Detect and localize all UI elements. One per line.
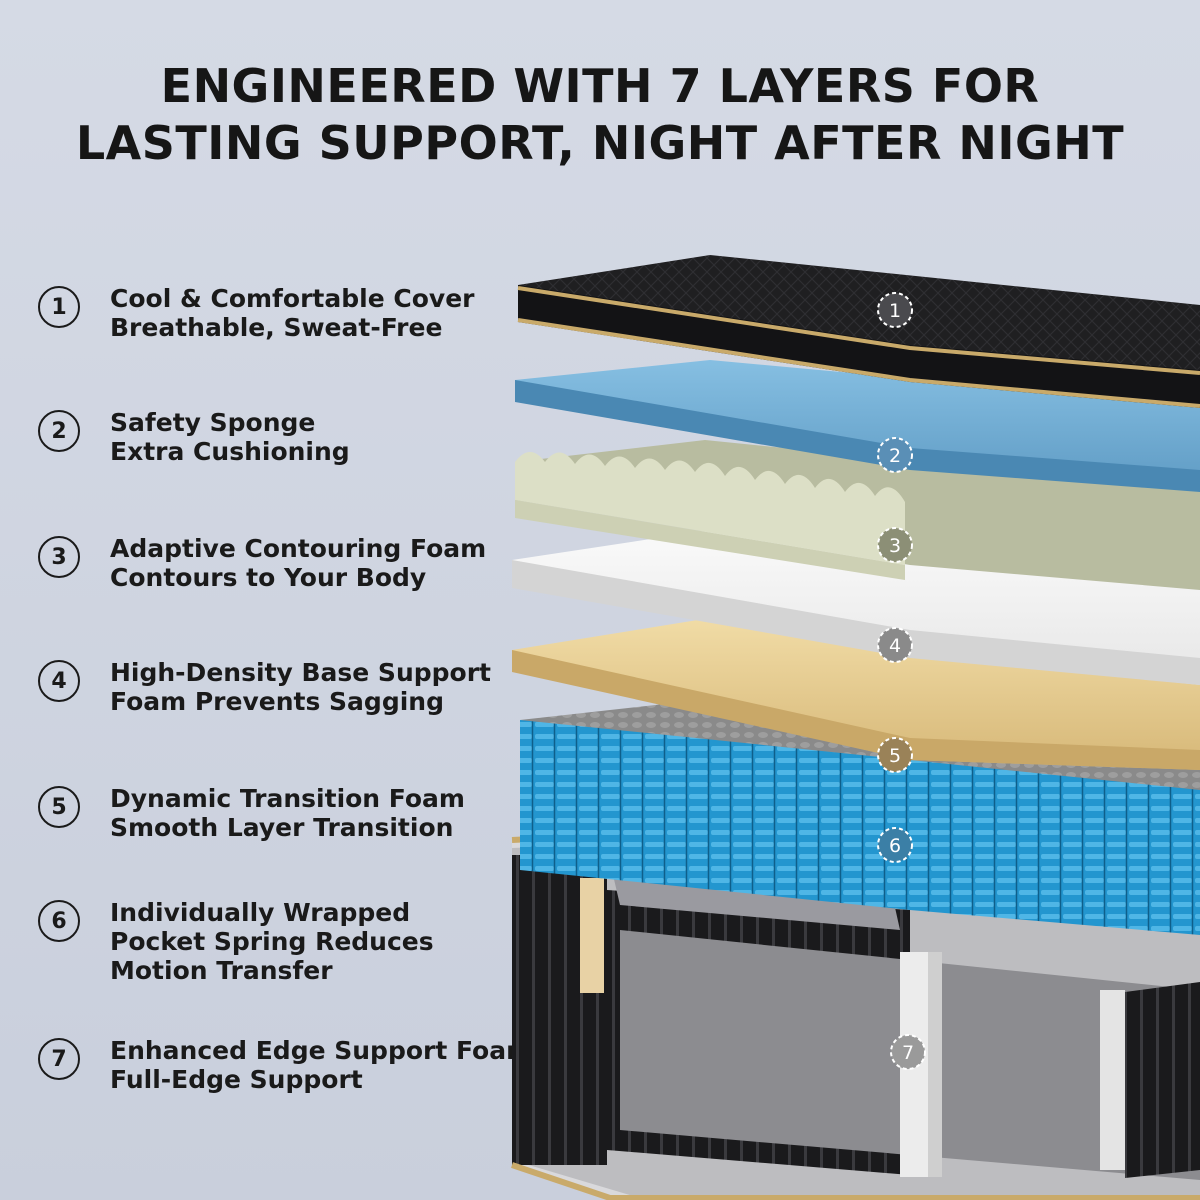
layer-detail: Contours to Your Body bbox=[110, 563, 427, 592]
layer-number-badge: 1 bbox=[38, 286, 80, 328]
layer-description: Safety Sponge Extra Cushioning bbox=[110, 408, 350, 466]
layer-detail: Breathable, Sweat-Free bbox=[110, 313, 443, 342]
layer-description: Dynamic Transition Foam Smooth Layer Tra… bbox=[110, 784, 465, 842]
layer-3-marker: 3 bbox=[877, 527, 913, 563]
layer-number-badge: 3 bbox=[38, 536, 80, 578]
layer-detail: Foam Prevents Sagging bbox=[110, 687, 444, 716]
layer-title: High-Density Base Support bbox=[110, 658, 491, 687]
layer-7-marker-label: 7 bbox=[902, 1042, 914, 1064]
layer-description: High-Density Base Support Foam Prevents … bbox=[110, 658, 491, 716]
headline-line-2: LASTING SUPPORT, NIGHT AFTER NIGHT bbox=[75, 116, 1125, 171]
layer-number-badge: 6 bbox=[38, 900, 80, 942]
layer-detail: Smooth Layer Transition bbox=[110, 813, 454, 842]
headline-line-1: ENGINEERED WITH 7 LAYERS FOR bbox=[160, 59, 1040, 113]
layer-item-7: 7 Enhanced Edge Support Foam Full-Edge S… bbox=[38, 1036, 558, 1094]
layer-title: Enhanced Edge Support Foam bbox=[110, 1036, 533, 1065]
layer-item-3: 3 Adaptive Contouring Foam Contours to Y… bbox=[38, 534, 558, 592]
cover-layer bbox=[517, 255, 1200, 408]
layer-item-4: 4 High-Density Base Support Foam Prevent… bbox=[38, 658, 558, 716]
layer-description: Individually Wrapped Pocket Spring Reduc… bbox=[110, 898, 434, 985]
layer-detail: Extra Cushioning bbox=[110, 437, 350, 466]
layer-description: Cool & Comfortable Cover Breathable, Swe… bbox=[110, 284, 474, 342]
layer-6-marker: 6 bbox=[877, 827, 913, 863]
layer-3-marker-label: 3 bbox=[889, 535, 901, 557]
layer-description: Adaptive Contouring Foam Contours to You… bbox=[110, 534, 486, 592]
layer-item-5: 5 Dynamic Transition Foam Smooth Layer T… bbox=[38, 784, 558, 842]
layer-item-2: 2 Safety Sponge Extra Cushioning bbox=[38, 408, 558, 466]
layer-item-6: 6 Individually Wrapped Pocket Spring Red… bbox=[38, 898, 558, 985]
layer-item-1: 1 Cool & Comfortable Cover Breathable, S… bbox=[38, 284, 558, 342]
headline: ENGINEERED WITH 7 LAYERS FOR LASTING SUP… bbox=[0, 58, 1200, 172]
layer-number-badge: 7 bbox=[38, 1038, 80, 1080]
layer-1-marker: 1 bbox=[877, 292, 913, 328]
layer-4-marker: 4 bbox=[877, 627, 913, 663]
layer-title: Adaptive Contouring Foam bbox=[110, 534, 487, 563]
layer-2-marker-label: 2 bbox=[889, 445, 901, 467]
layer-5-marker-label: 5 bbox=[889, 745, 901, 767]
layer-4-marker-label: 4 bbox=[889, 635, 901, 657]
layer-number-badge: 4 bbox=[38, 660, 80, 702]
layer-number-badge: 2 bbox=[38, 410, 80, 452]
layer-5-marker: 5 bbox=[877, 737, 913, 773]
layer-detail: Pocket Spring Reduces bbox=[110, 927, 434, 956]
layer-title: Dynamic Transition Foam bbox=[110, 784, 465, 813]
layer-detail: Motion Transfer bbox=[110, 956, 333, 985]
layer-detail: Full-Edge Support bbox=[110, 1065, 363, 1094]
layer-title: Cool & Comfortable Cover bbox=[110, 284, 475, 313]
layer-title: Individually Wrapped bbox=[110, 898, 411, 927]
layer-6-marker-label: 6 bbox=[889, 835, 901, 857]
layer-1-marker-label: 1 bbox=[889, 300, 901, 322]
layer-7-marker: 7 bbox=[890, 1034, 926, 1070]
layer-2-marker: 2 bbox=[877, 437, 913, 473]
mattress-exploded-illustration: 1 2 3 4 5 6 7 bbox=[490, 230, 1200, 1200]
layer-number-badge: 5 bbox=[38, 786, 80, 828]
layer-title: Safety Sponge bbox=[110, 408, 316, 437]
layer-description: Enhanced Edge Support Foam Full-Edge Sup… bbox=[110, 1036, 532, 1094]
